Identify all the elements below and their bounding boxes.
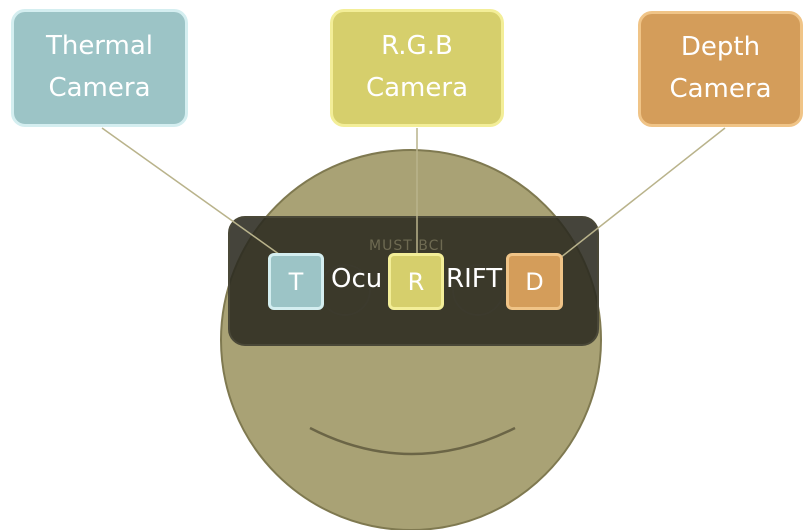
depth-sensor-chip: D — [506, 253, 563, 310]
rgb-camera-label-line1: R.G.B — [381, 31, 453, 62]
depth-camera-label-line2: Camera — [669, 74, 772, 104]
visor-text-right: RIFT — [446, 264, 503, 294]
depth-camera-label-line1: Depth — [680, 32, 761, 63]
rgb-sensor-chip: R — [388, 253, 444, 310]
visor-brand-text: MUST BCI — [369, 238, 445, 254]
thermal-camera-label-line1: Thermal — [45, 31, 154, 62]
thermal-sensor-chip: T — [268, 253, 324, 310]
depth-connector-line — [559, 127, 726, 259]
visor-text-left: Ocu — [331, 264, 383, 294]
rgb-camera-box: R.G.B Camera — [330, 9, 504, 127]
thermal-camera-label-line2: Camera — [48, 73, 151, 103]
rgb-camera-label-line2: Camera — [365, 73, 469, 103]
depth-camera-box: Depth Camera — [638, 11, 803, 127]
smile-curve — [309, 426, 516, 456]
thermal-camera-box: Thermal Camera — [11, 9, 188, 127]
thermal-connector-line — [101, 127, 291, 263]
right-eye-shape — [452, 264, 504, 316]
